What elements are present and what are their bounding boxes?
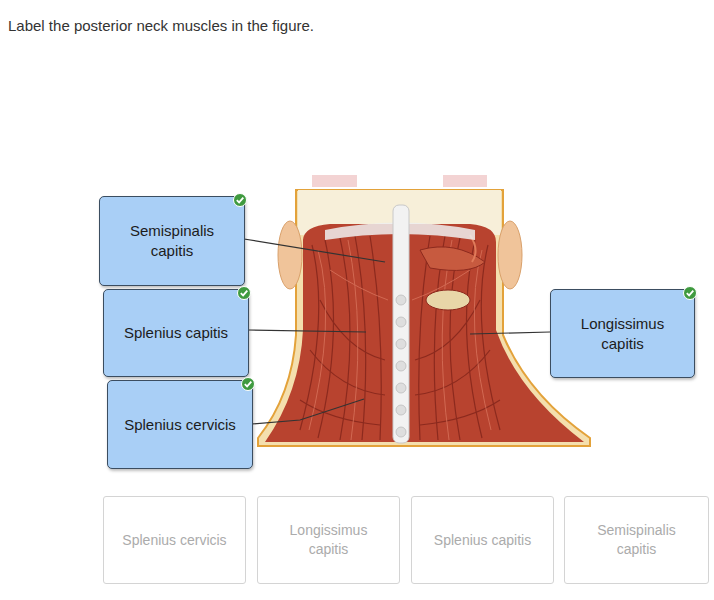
muscle-mass (265, 224, 584, 442)
correct-check (683, 286, 697, 300)
answer-choice-box: Longissimus capitis (257, 496, 400, 584)
placed-label-box: Longissimus capitis (550, 289, 695, 378)
label-text: Splenius capitis (434, 531, 531, 550)
ear (498, 221, 522, 289)
spine (393, 205, 409, 443)
answer-choice-box: Splenius cervicis (103, 496, 246, 584)
label-text: Longissimus capitis (278, 521, 379, 559)
leader-lines (244, 239, 550, 424)
placed-label-box: Splenius cervicis (107, 380, 253, 469)
correct-check (233, 193, 247, 207)
placed-label-box: Splenius capitis (103, 289, 249, 377)
answer-choice-box: Splenius capitis (411, 496, 554, 584)
label-text: Semispinalis capitis (120, 221, 224, 261)
label-text: Semispinalis capitis (585, 521, 688, 559)
deep-opening (426, 290, 470, 310)
skin-layer (258, 190, 590, 446)
label-text: Splenius cervicis (124, 415, 236, 435)
ear (278, 221, 302, 289)
vertebrae (396, 295, 406, 437)
question-title: Label the posterior neck muscles in the … (8, 17, 314, 34)
tab-mark (443, 175, 487, 187)
correct-check (237, 286, 251, 300)
label-text: Longissimus capitis (571, 314, 674, 354)
placed-label-box: Semispinalis capitis (99, 196, 245, 286)
answer-choice-box: Semispinalis capitis (564, 496, 709, 584)
label-text: Splenius capitis (124, 323, 228, 343)
label-text: Splenius cervicis (122, 531, 226, 550)
tab-mark (312, 175, 357, 187)
correct-check (241, 377, 255, 391)
